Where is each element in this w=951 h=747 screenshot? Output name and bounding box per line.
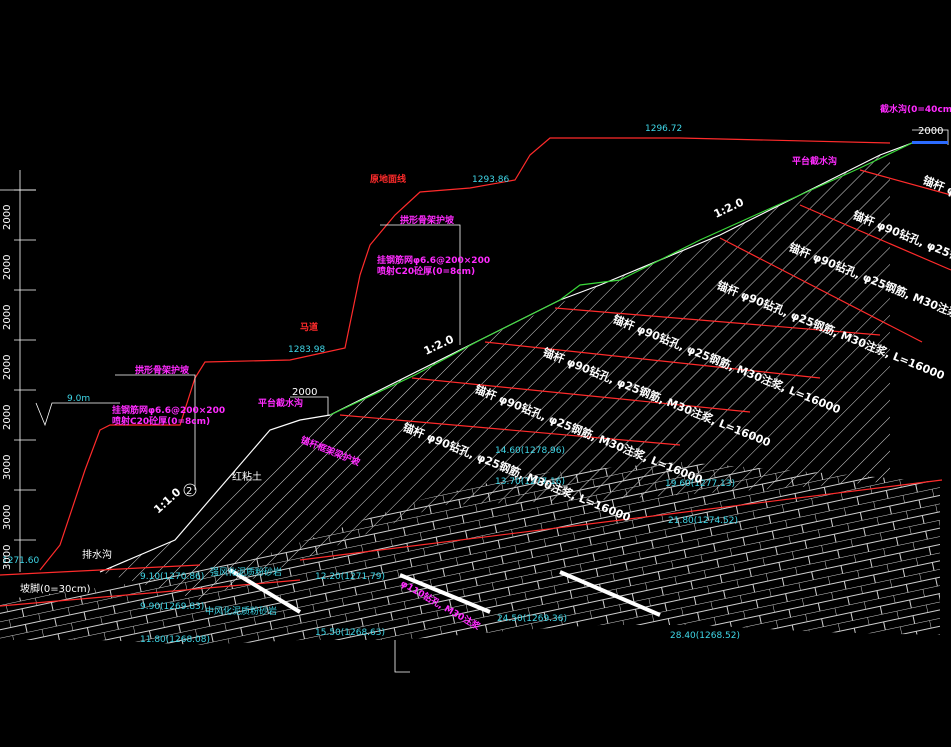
anchor-label-8: 锚杆 φ [921, 173, 951, 199]
upper-protect-label-3: 喷射C20砼厚(0=8cm) [377, 265, 475, 277]
elevation-l2: 9.90(1269.83) [140, 602, 204, 612]
elevation-m1: 12.20(1271.79) [315, 572, 385, 582]
elevation-top: 1296.72 [645, 124, 682, 134]
ruler-label-3: 2000 [2, 305, 13, 330]
ruler-label-5: 2000 [2, 405, 13, 430]
slope-ratio-lower: 1:1.0 [151, 485, 183, 516]
rock-layer-1: 强风化泥质粉砂岩 [210, 566, 282, 578]
circle-markers [183, 483, 197, 497]
ruler-label-8: 3000 [2, 545, 13, 570]
top-ditch-marker [912, 141, 948, 144]
ruler-label-6: 3000 [2, 455, 13, 480]
green-protection-line [329, 142, 913, 416]
rock-brick-area [0, 462, 940, 645]
elevation-r1: 14.60(1278.96) [495, 446, 565, 456]
circle-marker-2: 2 [186, 486, 192, 497]
upper-protect-label-2: 挂钢筋网φ6.6@200×200 [377, 254, 490, 266]
elevation-l3: 11.80(1268.08) [140, 635, 210, 645]
ruler-label-1: 2000 [2, 205, 13, 230]
road-label: 马道 [300, 321, 318, 333]
elevation-upper: 1293.86 [472, 175, 509, 185]
elevation-r4: 21.80(1274.52) [668, 516, 738, 526]
elevation-r3: 19.60(1277.13) [665, 479, 735, 489]
platform-width: 9.0m [67, 394, 90, 404]
bottom-left-note: 坡脚(0=30cm) [20, 582, 91, 595]
rock-layer-2: 中风化泥质粉砂岩 [205, 605, 277, 617]
elevation-r2: 13.70(1277.16) [495, 477, 565, 487]
berm-width-top: 2000 [918, 126, 943, 137]
mid-protect-label: 拱形骨架护坡 [135, 364, 190, 376]
ground-line-label: 原地面线 [370, 173, 406, 185]
anchor-lines [0, 169, 951, 607]
elevation-left-ground: 1271.60 [2, 556, 39, 566]
mid-protect-label-3: 喷射C20砼厚(0=8cm) [112, 415, 210, 427]
top-ditch-label: 截水沟(0=40cm) [880, 103, 951, 115]
ruler-label-4: 2000 [2, 355, 13, 380]
ruler-label-7: 3000 [2, 505, 13, 530]
berm-ditch-label: 平台截水沟 [258, 397, 303, 409]
top-berm-ditch-label: 平台截水沟 [792, 155, 837, 167]
anchor-bars [228, 568, 661, 617]
slope-ratio-upper: 1:2.0 [712, 195, 746, 220]
left-ruler [14, 170, 120, 572]
elevation-mid: 1283.98 [288, 345, 325, 355]
mid-protect-label-2: 挂钢筋网φ6.6@200×200 [112, 404, 225, 416]
elevation-m3: 24.50(1269.36) [497, 614, 567, 624]
elevation-m4: 28.40(1268.52) [670, 631, 740, 641]
berm-width-mid: 2000 [292, 387, 317, 398]
ruler-label-2: 2000 [2, 255, 13, 280]
drain-ditch-label: 排水沟 [82, 548, 112, 561]
elevation-m2: 15.50(1268.63) [315, 628, 385, 638]
clay-label: 红粘土 [232, 470, 262, 483]
upper-protect-label: 拱形骨架护坡 [400, 214, 455, 226]
elevation-l1: 9.10(1270.86) [140, 572, 204, 582]
original-ground-line [39, 137, 891, 571]
